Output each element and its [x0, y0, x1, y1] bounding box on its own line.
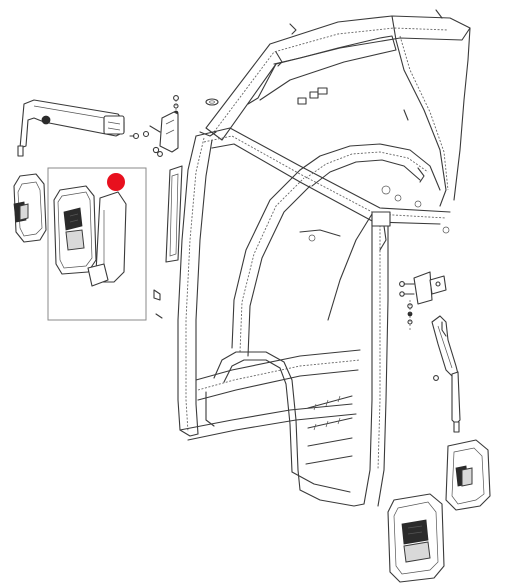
mirror-head-right: [445, 439, 491, 511]
mirror-assembly-detail: [47, 167, 147, 321]
cab-frame: [153, 9, 471, 507]
mounting-bracket-right: [399, 200, 450, 330]
mounting-bracket-left: [149, 111, 179, 157]
highlight-marker: [107, 173, 125, 191]
roof-clip: [297, 97, 307, 105]
mirror-housing-bottom: [387, 493, 445, 583]
mirror-arm-left: [17, 99, 125, 157]
mirror-head-left: [13, 173, 47, 243]
side-window-left: [165, 165, 183, 263]
mirror-arm-right: [431, 315, 461, 433]
